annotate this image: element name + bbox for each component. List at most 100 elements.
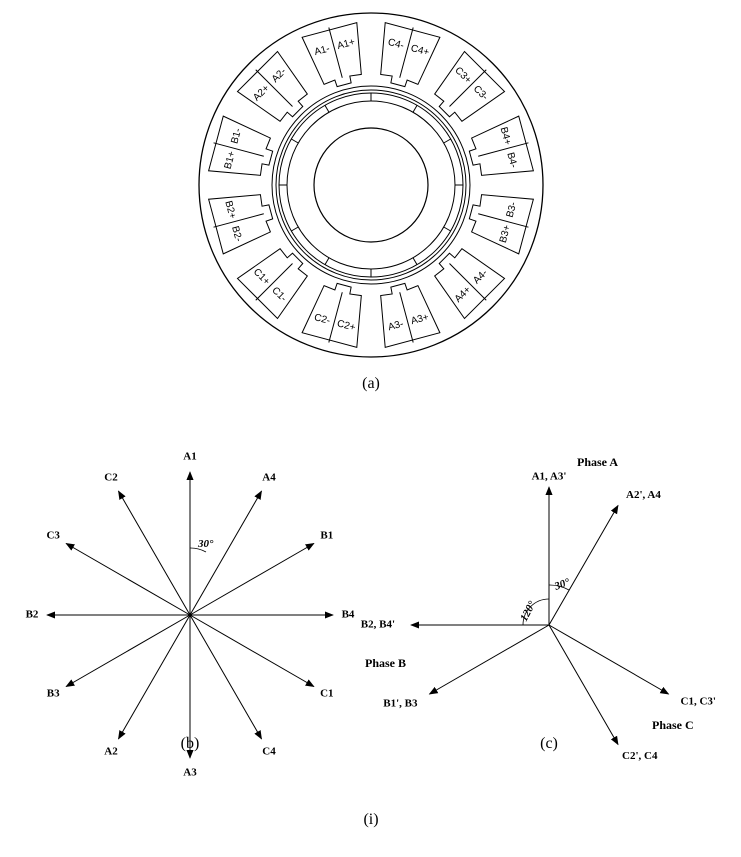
slot-outline [236,247,309,320]
slot-outline [236,50,309,123]
coil-divider [449,263,487,301]
phase-a-label: Phase A [577,455,618,469]
coil-label: A4+ [453,284,474,305]
vector-label: C3 [46,530,60,542]
stator-slot: C1-C1+ [236,247,309,320]
coil-label: B4- [504,151,519,169]
phase-vector-label: A2', A4 [626,489,661,501]
caption-a: (a) [362,375,380,392]
vector-label: A4 [262,472,276,484]
stator-slot: B1+B1- [207,115,274,176]
coil-label: C4+ [409,43,430,58]
coil-label: B1+ [223,150,238,170]
stator-slot: A2+A2- [236,50,309,123]
vector-arrow [118,614,191,740]
caption-c: (c) [540,735,558,752]
stator-slot: C3+C3- [433,50,506,123]
magnet-gap [291,138,299,144]
phase-vector-label: C2', C4 [622,750,658,762]
angle-arc-120-c [522,598,550,626]
vector-arrow [189,614,315,687]
coil-label: C1- [269,285,288,304]
stator-slot: B2-B2+ [207,194,274,255]
slot-outline [207,194,274,255]
stator-bore [271,85,471,285]
vector-label: C2 [104,472,118,484]
vector-label: B3 [47,688,60,700]
stator-slot: C4- C4+ [380,21,441,88]
slot-outline [207,115,274,176]
slot-outline [433,247,506,320]
magnet-gap [443,138,451,144]
angle-label-30-c: 30° [552,576,572,593]
stator-slot: B3-B3+ [468,194,535,255]
coil-divider [399,27,414,78]
stator-slot: A4-A4+ [433,247,506,320]
coil-label: C2+ [336,318,357,333]
magnet-gap [443,226,451,232]
coil-label: A1+ [336,37,356,52]
phase-vector-label: B1', B3 [383,698,418,710]
phase-vector-arrow [548,624,619,746]
motor-cross-section: A1-A1+C4-C4+C3+C3-B4+B4-B3-B3+A4-A4+A3+A… [198,12,544,392]
phase-vector-arrow [428,624,550,695]
vector-label: A1 [183,451,196,463]
coil-divider [255,69,293,107]
coil-divider [449,69,487,107]
coil-label: A3+ [410,312,430,327]
magnet-gap [324,257,330,265]
vector-arrow [65,614,191,687]
phase-vector-label: A1, A3' [532,471,567,483]
coil-label: B3- [505,201,520,219]
stator-slot: A3+ A3- [380,282,441,349]
coil-label: A2+ [251,83,272,104]
magnet-gap [412,105,418,113]
coil-label: C2- [313,312,331,327]
phase-vector-label: C1, C3' [681,696,716,708]
coil-divider [399,292,414,343]
stator-slot: B4+B4- [468,115,535,176]
vector-arrow [118,490,191,616]
phase-diagram-c: 30° 120° Phase A Phase B Phase C (c) A1,… [361,455,716,762]
phase-vector-arrow [548,624,670,695]
slot-outline [433,50,506,123]
slot-outline [380,21,441,88]
vector-arrow [189,543,315,616]
rotor-outer-edge [286,100,456,270]
coil-divider [328,27,343,78]
coil-label: B3+ [498,224,513,244]
magnet-gap [412,257,418,265]
airgap-ring-2 [278,92,464,278]
stator-slot: A1-A1+ [301,21,362,88]
vector-arrow [189,614,262,740]
vector-label: A2 [104,745,118,757]
coil-label: A3- [387,319,405,334]
slot-outline [468,194,535,255]
coil-divider [328,292,343,343]
vector-label: B4 [342,609,355,621]
vector-arrow [65,543,191,616]
coil-label: B1- [229,127,244,145]
slot-outline [301,21,362,88]
coil-label: A4- [471,268,490,287]
phase-vector-label: B2, B4' [361,619,395,631]
vector-arrow [189,490,262,616]
coil-label: B4+ [498,126,513,146]
slot-outline [468,115,535,176]
shaft-bore [313,127,429,243]
vector-label: C1 [320,688,333,700]
stator-slots: A1-A1+C4-C4+C3+C3-B4+B4-B3-B3+A4-A4+A3+A… [207,21,535,349]
coil-label: C4- [387,37,405,52]
coil-divider [255,263,293,301]
angle-label-30-b: 30° [197,538,214,550]
caption-i: (i) [363,811,378,828]
coil-label: B2- [229,225,244,243]
coil-divider [213,213,264,228]
magnet-gap [291,226,299,232]
airgap-ring-1 [275,89,467,281]
stator-slot: C2+ C2- [301,282,362,349]
phase-c-label: Phase C [652,718,694,732]
